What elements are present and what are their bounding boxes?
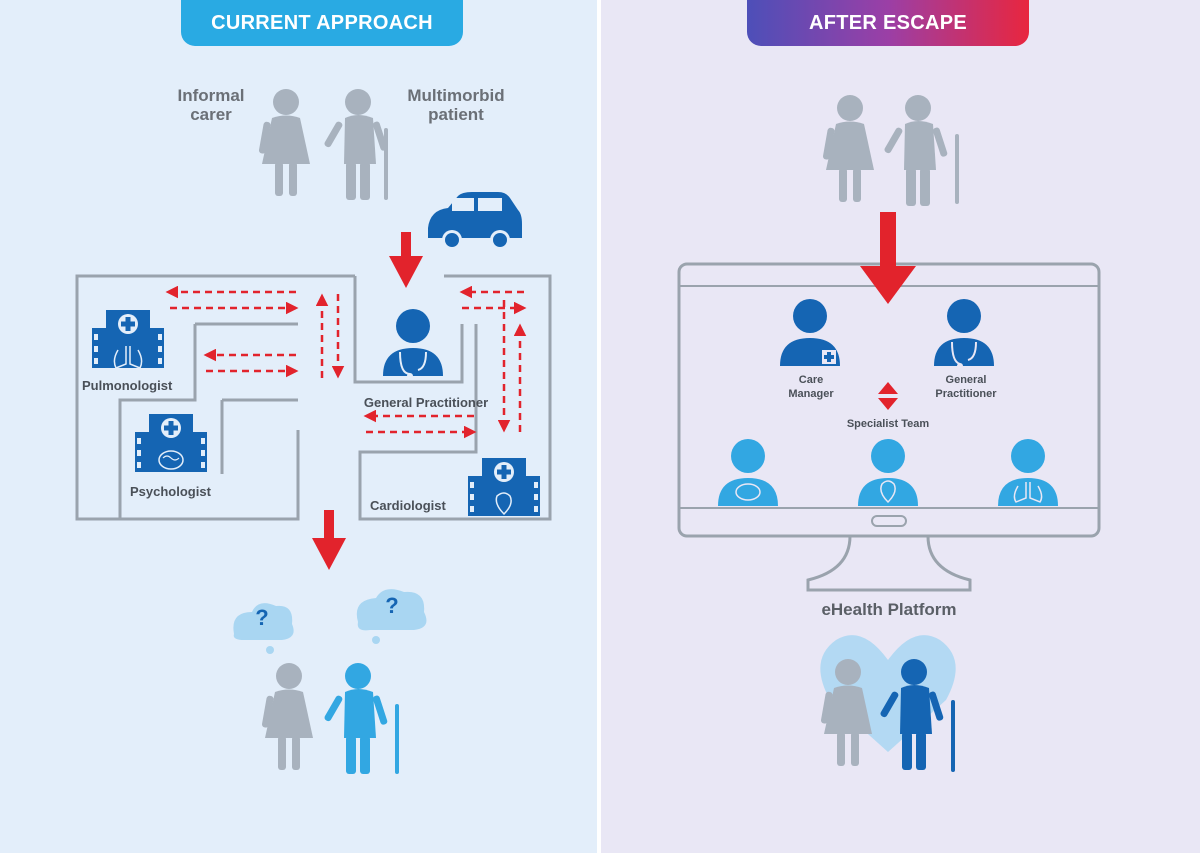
care-maze bbox=[75, 274, 552, 521]
confused-patient-figure bbox=[323, 663, 399, 774]
arrow-into-platform bbox=[860, 212, 916, 304]
multimorbid-patient-label: Multimorbid patient bbox=[407, 86, 505, 124]
car-icon bbox=[428, 192, 522, 250]
referral-arrows bbox=[165, 285, 527, 439]
supported-patient-figure bbox=[879, 659, 955, 772]
gp-doctor-icon bbox=[383, 309, 443, 379]
carer-figure bbox=[258, 89, 310, 196]
arrow-out-of-maze bbox=[312, 510, 346, 570]
confused-carer-figure bbox=[261, 663, 313, 770]
care-manager-label: Care Manager bbox=[788, 374, 834, 400]
cardiologist-label: Cardiologist bbox=[370, 498, 446, 513]
gp-label: General Practitioner bbox=[363, 395, 489, 410]
cardiologist-specialist-icon bbox=[858, 439, 918, 506]
patient-figure bbox=[323, 89, 389, 200]
ehealth-platform-label: eHealth Platform bbox=[821, 600, 957, 619]
pulmonologist-label: Pulmonologist bbox=[82, 378, 173, 393]
team-link-icon bbox=[878, 382, 898, 410]
psychologist-specialist-icon bbox=[718, 439, 778, 506]
question-mark-patient: ? bbox=[385, 593, 399, 618]
question-cloud-carer bbox=[233, 603, 294, 654]
pulmonologist-hospital-icon bbox=[92, 310, 164, 369]
question-cloud-patient bbox=[356, 589, 427, 644]
cardiologist-hospital-icon bbox=[468, 458, 540, 516]
after-escape-header: AFTER ESCAPE bbox=[747, 0, 1029, 46]
specialist-team-label: Specialist Team bbox=[846, 418, 930, 430]
gp-label-right: General Practitioner bbox=[935, 374, 997, 400]
current-approach-header: CURRENT APPROACH bbox=[181, 0, 463, 46]
arrow-into-maze bbox=[389, 232, 423, 288]
care-manager-icon bbox=[780, 299, 840, 366]
psychologist-hospital-icon bbox=[135, 414, 207, 472]
psychologist-label: Psychologist bbox=[130, 484, 211, 499]
patient-couple-top bbox=[822, 95, 959, 206]
question-mark-carer: ? bbox=[255, 605, 269, 630]
pulmonologist-specialist-icon bbox=[998, 439, 1058, 506]
gp-doctor-icon-right bbox=[934, 299, 994, 369]
informal-carer-label: Informal carer bbox=[177, 86, 245, 124]
